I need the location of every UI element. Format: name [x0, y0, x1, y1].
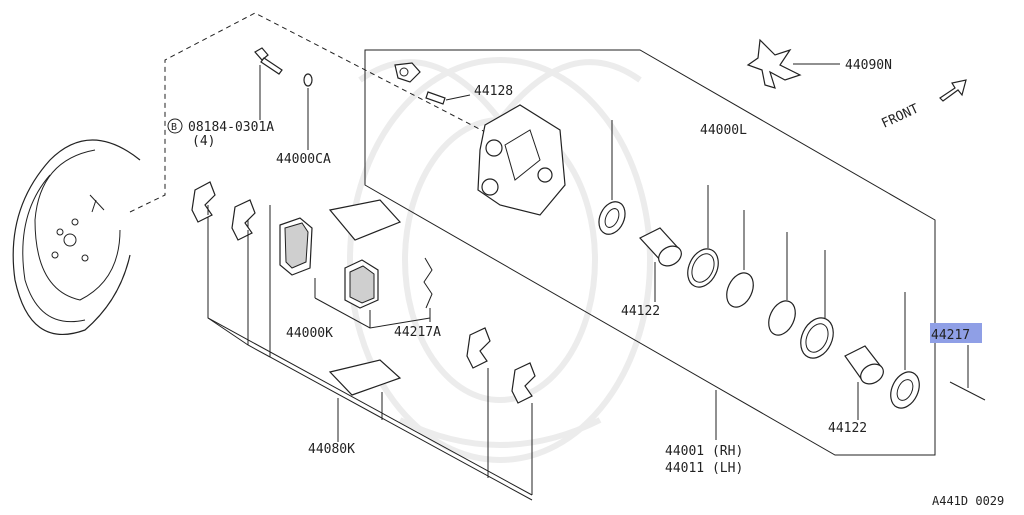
- backing-plate: [12, 139, 141, 335]
- label-44000ca[interactable]: 44000CA: [276, 152, 331, 167]
- label-44122-lower[interactable]: 44122: [828, 421, 867, 436]
- bolt-08184: [254, 47, 283, 120]
- label-44080k[interactable]: 44080K: [308, 442, 355, 457]
- piston-lower: [844, 345, 884, 420]
- pad-clips: [191, 181, 536, 495]
- label-44011[interactable]: 44011 (LH): [665, 461, 743, 476]
- pad-shims: [328, 199, 402, 438]
- part-44090n: [746, 38, 840, 89]
- front-arrow: [939, 79, 967, 102]
- label-44217a[interactable]: 44217A: [394, 325, 441, 340]
- label-44001[interactable]: 44001 (RH): [665, 444, 743, 459]
- brake-pads: [279, 217, 431, 329]
- caliper-seals: [598, 120, 920, 409]
- bleeder-screw: [394, 62, 471, 105]
- label-08184-qty: (4): [192, 134, 215, 149]
- label-44000l[interactable]: 44000L: [700, 123, 747, 138]
- caliper-body: [477, 104, 566, 216]
- piston-upper: [639, 227, 682, 302]
- figure-code: A441D 0029: [932, 494, 1004, 508]
- label-44128[interactable]: 44128: [474, 84, 513, 99]
- label-bolt-circle: B: [171, 122, 177, 133]
- label-44217[interactable]: 44217: [931, 328, 970, 343]
- bolt-circle-icon: [167, 118, 183, 134]
- label-44090n[interactable]: 44090N: [845, 58, 892, 73]
- label-44122-upper[interactable]: 44122: [621, 304, 660, 319]
- label-front: FRONT: [879, 101, 921, 131]
- label-08184[interactable]: 08184-0301A: [188, 120, 274, 135]
- label-44000k[interactable]: 44000K: [286, 326, 333, 341]
- highlight-44217: [930, 323, 982, 343]
- washer-44000ca: [303, 73, 313, 150]
- guide-pin: [949, 345, 986, 401]
